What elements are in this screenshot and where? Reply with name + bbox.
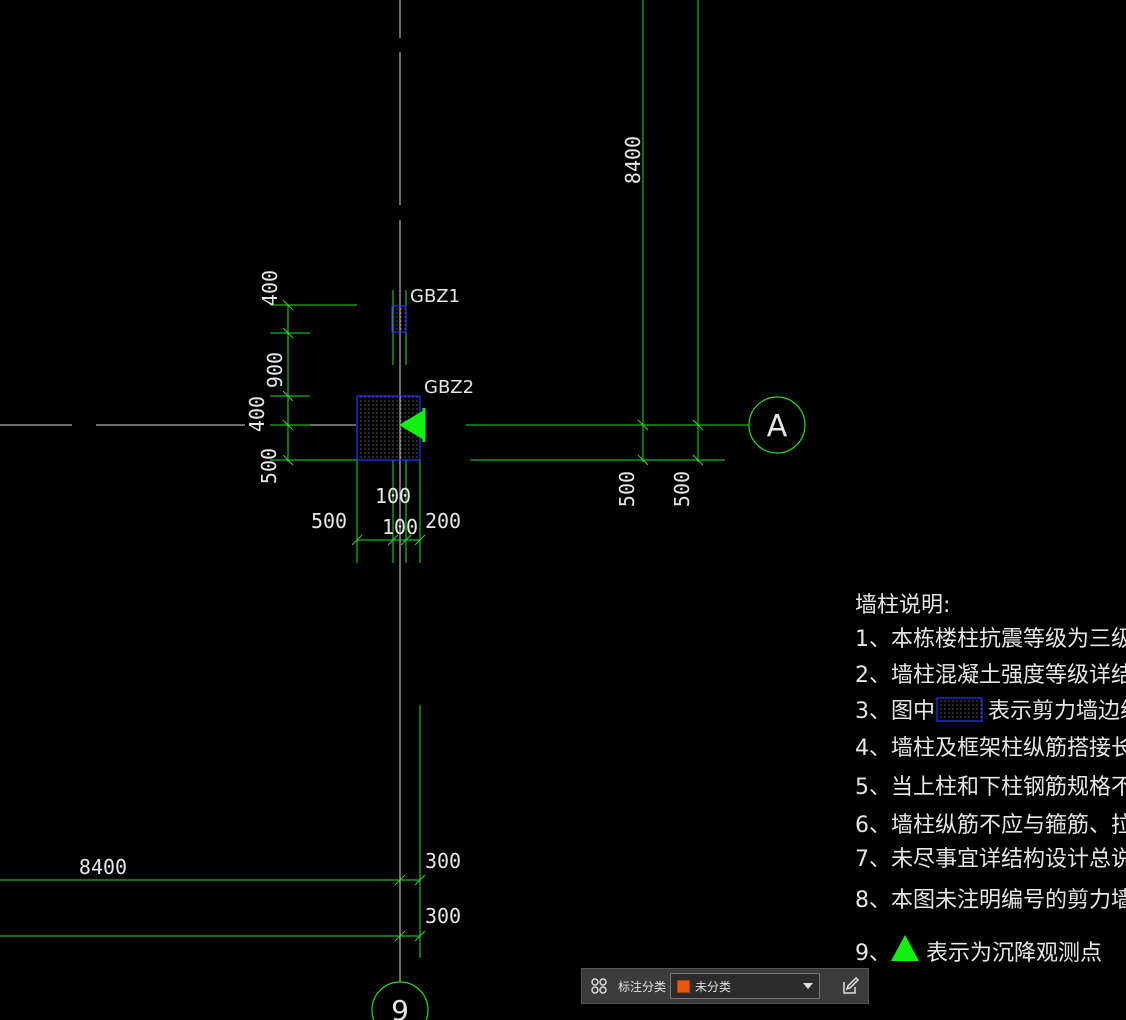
- axis-lines: [0, 0, 401, 1000]
- dim-v-900: 900: [263, 352, 287, 388]
- note-line-7: 7、未尽事宜详结构设计总说明及<<2: [855, 847, 1126, 872]
- dim-v-300b: 300: [425, 904, 461, 928]
- grid-icon[interactable]: [582, 969, 616, 1003]
- annotation-category-value: 未分类: [695, 979, 732, 994]
- dim-top-span: 8400: [621, 136, 645, 184]
- dim-left-span: 8400: [79, 855, 127, 879]
- note-line-5: 5、当上柱和下柱钢筋规格不同时,参照2: [855, 775, 1126, 800]
- annotation-category-label: 标注分类: [618, 979, 667, 994]
- note-line-1: 1、本栋楼柱抗震等级为三级,剪力墙抗震: [855, 627, 1126, 652]
- note-line-6: 6、墙柱纵筋不应与箍筋、拉筋及预埋件: [855, 813, 1126, 838]
- note-line-2: 2、墙柱混凝土强度等级详结构层高表,墙: [855, 663, 1126, 688]
- annotation-toolbar: 标注分类 未分类: [581, 968, 869, 1004]
- note-line-9-text: 表示为沉降观测点: [926, 941, 1102, 966]
- dim-bottom-500a: 500: [615, 471, 639, 507]
- note-line-9-prefix: 9、: [855, 941, 891, 966]
- chevron-down-icon: [803, 983, 814, 989]
- note-line-3: 3、图中: [855, 699, 935, 724]
- dim-h-100-top: 100: [375, 484, 411, 508]
- column-gbz1[interactable]: [391, 305, 407, 333]
- annotation-category-select[interactable]: 未分类: [670, 973, 821, 999]
- wall-column-notes: 墙柱说明: 1、本栋楼柱抗震等级为三级,剪力墙抗震 2、墙柱混凝土强度等级详结构…: [855, 593, 1126, 966]
- tag-gbz2: GBZ2: [424, 377, 474, 398]
- dim-v-400a: 400: [258, 270, 282, 306]
- dim-v-500: 500: [257, 448, 281, 484]
- category-color-swatch: [677, 979, 691, 993]
- edit-icon[interactable]: [834, 969, 868, 1003]
- note-line-8: 8、本图未注明编号的剪力墙墙身均为Q: [855, 888, 1126, 913]
- dimension-lines: [0, 0, 750, 958]
- dim-h-100: 100: [382, 515, 418, 539]
- dim-v-300a: 300: [425, 849, 461, 873]
- axis-bubble-9[interactable]: 9: [371, 981, 429, 1020]
- dim-bottom-500b: 500: [670, 471, 694, 507]
- settlement-legend-icon: [891, 935, 919, 961]
- notes-title: 墙柱说明:: [855, 593, 950, 618]
- dim-v-400b: 400: [245, 396, 269, 432]
- note-line-3-suffix: 表示剪力墙边缘构件: [988, 699, 1126, 724]
- axis-label-a: A: [767, 409, 788, 444]
- axis-label-9: 9: [391, 994, 409, 1020]
- settlement-marker-icon[interactable]: [399, 410, 424, 440]
- dim-h-200: 200: [425, 509, 461, 533]
- tag-gbz1: GBZ1: [410, 286, 460, 307]
- edge-member-legend-swatch: [936, 697, 983, 722]
- dim-h-500: 500: [311, 509, 347, 533]
- axis-bubble-a[interactable]: A: [748, 396, 806, 454]
- note-line-4: 4、墙柱及框架柱纵筋搭接长度范围内箍: [855, 736, 1126, 761]
